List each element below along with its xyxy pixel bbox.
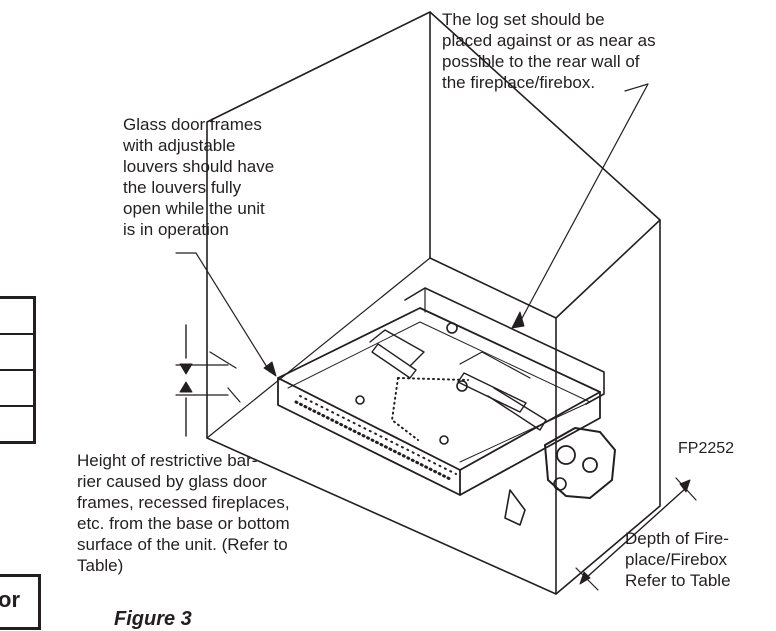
log-right xyxy=(457,372,527,413)
partial-heading-text: or xyxy=(0,587,20,612)
figure-caption: Figure 3 xyxy=(114,608,192,630)
table-row xyxy=(0,335,33,371)
depth-dimension xyxy=(585,487,687,579)
firebox-top-edge xyxy=(429,219,661,319)
back-rail xyxy=(404,287,605,405)
log-set-leader xyxy=(519,83,649,323)
table-row xyxy=(0,407,33,443)
grate-base xyxy=(277,307,601,471)
log-left xyxy=(371,343,417,379)
log-set-callout: The log set should be placed against or … xyxy=(442,10,656,92)
depth-callout: Depth of Fire- place/Firebox Refer to Ta… xyxy=(625,529,731,590)
glass-door-leader xyxy=(175,252,271,373)
partial-heading-box: or xyxy=(0,574,41,630)
figure-code: FP2252 xyxy=(678,440,735,457)
table-row xyxy=(0,371,33,407)
partial-table xyxy=(0,296,36,444)
glass-door-callout: Glass door frames with adjustable louver… xyxy=(123,115,275,239)
table-row xyxy=(0,299,33,335)
height-barrier-callout: Height of restrictive bar- rier caused b… xyxy=(77,451,290,575)
